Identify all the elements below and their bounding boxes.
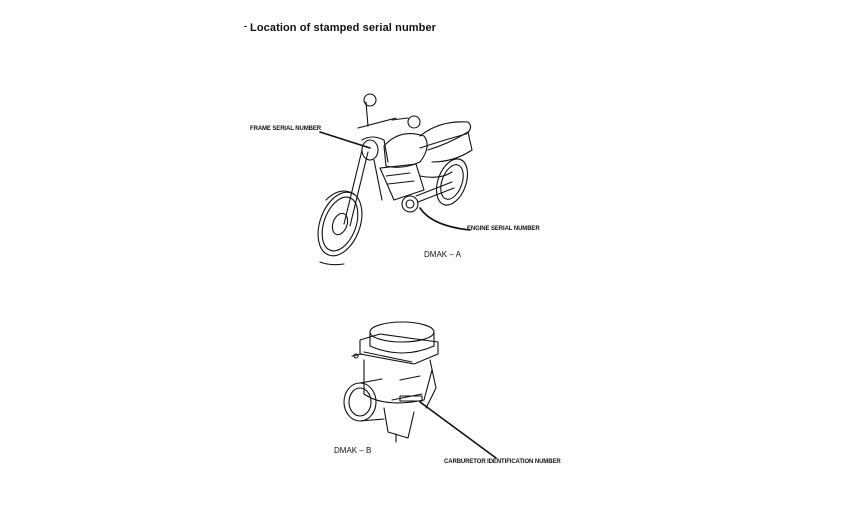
engine-leader-line bbox=[419, 207, 471, 231]
figure-b-code: DMAK – B bbox=[334, 446, 372, 455]
page-title: Location of stamped serial number bbox=[250, 22, 437, 34]
title-dash bbox=[244, 26, 247, 27]
motorcycle-illustration bbox=[317, 93, 473, 266]
carburetor-illustration bbox=[343, 321, 439, 443]
carburetor-identification-number-label: CARBURETOR IDENTIFICATION NUMBER bbox=[444, 459, 561, 465]
engine-serial-number-label: ENGINE SERIAL NUMBER bbox=[467, 226, 540, 232]
frame-leader-line bbox=[319, 131, 371, 149]
figure-a-code: DMAK – A bbox=[424, 250, 461, 259]
frame-serial-number-label: FRAME SERIAL NUMBER bbox=[250, 126, 321, 132]
carb-leader-line bbox=[419, 401, 497, 459]
